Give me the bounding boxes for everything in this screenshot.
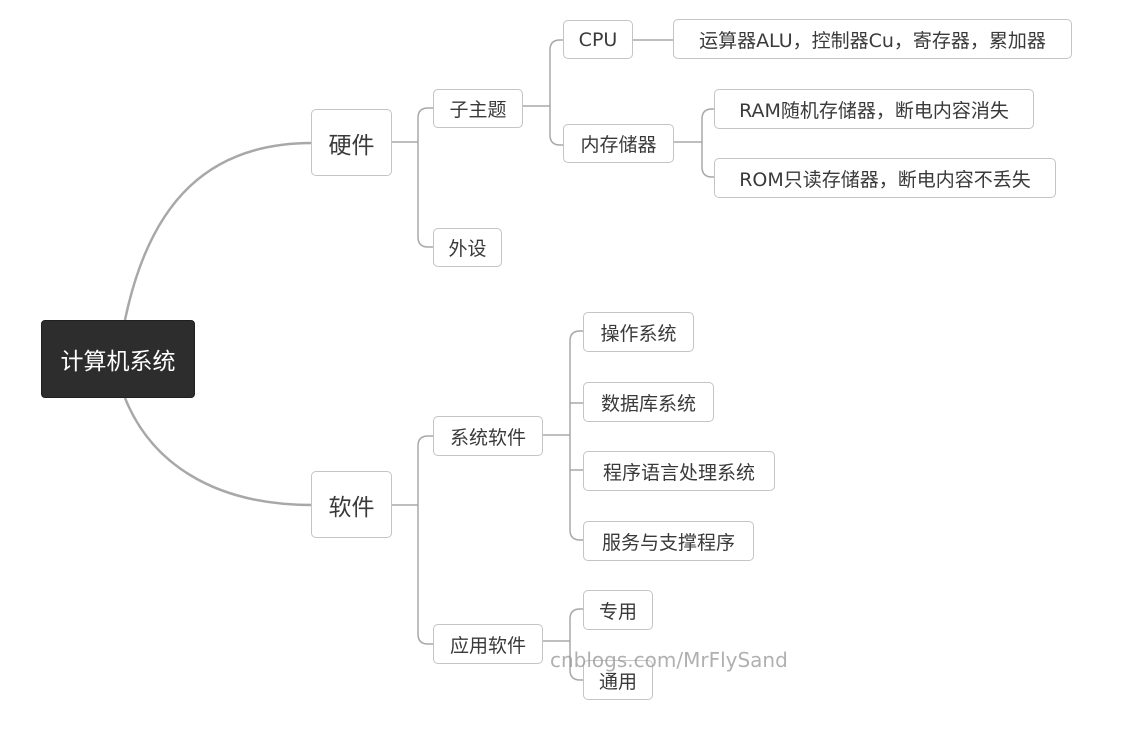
system-item-label: 操作系统 [600, 322, 677, 345]
root-node[interactable]: 计算机系统 [41, 320, 195, 398]
cpu-node[interactable]: CPU [563, 20, 633, 59]
application-software-node[interactable]: 应用软件 [433, 624, 543, 664]
rom-node[interactable]: ROM只读存储器，断电内容不丢失 [714, 158, 1056, 198]
memory-label: 内存储器 [580, 134, 657, 156]
system-software-node[interactable]: 系统软件 [433, 416, 543, 456]
connector-hardware-children [391, 107, 434, 248]
memory-node[interactable]: 内存储器 [563, 124, 674, 163]
system-item-label: 程序语言处理系统 [602, 461, 755, 484]
connector-root-software [123, 397, 313, 507]
system-item-label: 服务与支撑程序 [601, 531, 735, 554]
system-item-language-processing[interactable]: 程序语言处理系统 [583, 451, 775, 491]
connector-memory-children [673, 108, 715, 178]
root-label: 计算机系统 [60, 349, 176, 375]
connector-root-hardware [123, 141, 313, 321]
connector-application-software-children [542, 608, 584, 681]
cpu-detail-node[interactable]: 运算器ALU，控制器Cu，寄存器，累加器 [673, 19, 1072, 59]
subtopic-label: 子主题 [449, 99, 507, 121]
hardware-label: 硬件 [328, 132, 375, 159]
hardware-node[interactable]: 硬件 [311, 109, 392, 176]
subtopic-node[interactable]: 子主题 [433, 89, 523, 128]
application-item-label: 通用 [598, 670, 637, 693]
application-item-label: 专用 [598, 600, 637, 623]
connector-system-software-children [542, 330, 584, 541]
ram-node[interactable]: RAM随机存储器，断电内容消失 [714, 89, 1034, 129]
system-item-service-support[interactable]: 服务与支撑程序 [583, 521, 754, 561]
watermark: cnblogs.com/MrFlySand [550, 648, 788, 672]
cpu-label: CPU [578, 28, 618, 51]
software-label: 软件 [328, 494, 375, 521]
system-item-os[interactable]: 操作系统 [583, 312, 694, 352]
connector-subtopic-children [522, 39, 564, 146]
rom-label: ROM只读存储器，断电内容不丢失 [739, 168, 1031, 191]
system-software-label: 系统软件 [449, 426, 526, 449]
cpu-detail-label: 运算器ALU，控制器Cu，寄存器，累加器 [699, 29, 1046, 52]
application-item-dedicated[interactable]: 专用 [583, 590, 653, 630]
ram-label: RAM随机存储器，断电内容消失 [739, 99, 1009, 122]
peripheral-label: 外设 [448, 238, 487, 260]
system-item-label: 数据库系统 [600, 392, 696, 415]
system-item-database[interactable]: 数据库系统 [583, 382, 714, 422]
application-item-general[interactable]: 通用 [583, 660, 653, 700]
peripheral-node[interactable]: 外设 [433, 228, 502, 267]
connector-software-children [391, 435, 434, 645]
application-software-label: 应用软件 [449, 634, 526, 657]
software-node[interactable]: 软件 [311, 471, 392, 538]
